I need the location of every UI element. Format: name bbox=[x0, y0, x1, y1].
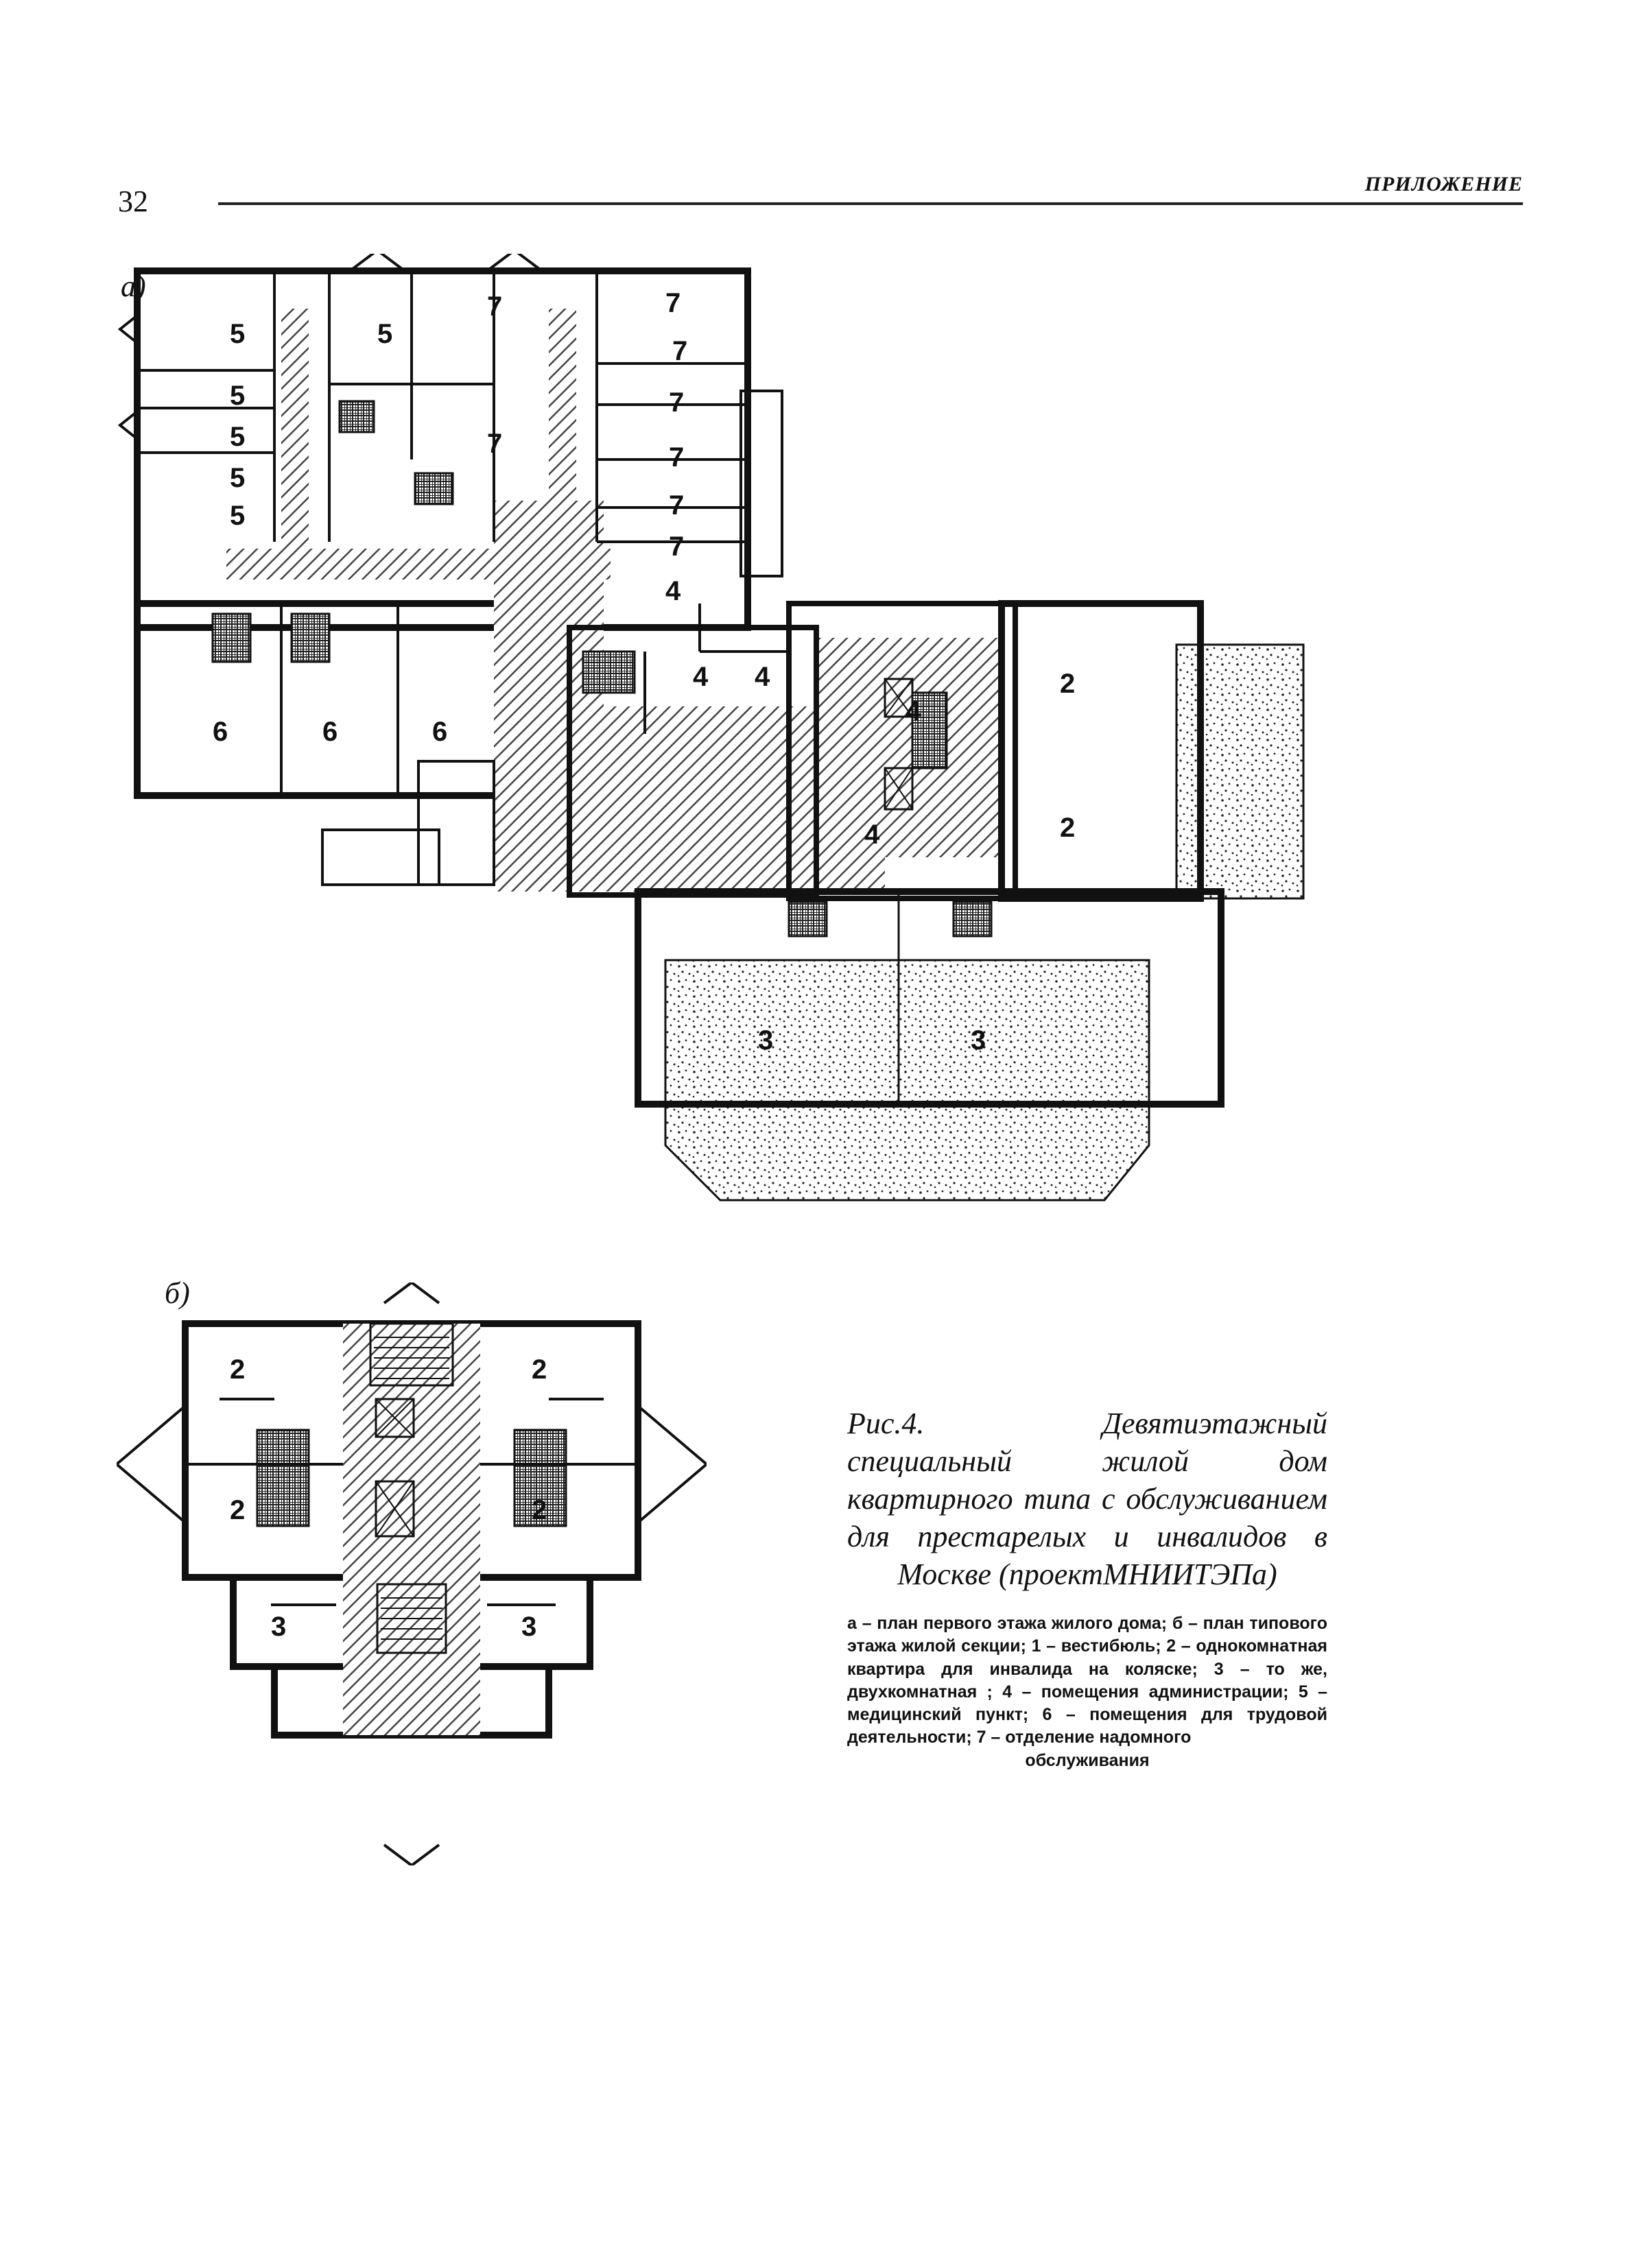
caption-title: Рис.4. Девятиэтажный специальный жилой д… bbox=[847, 1407, 1327, 1591]
room-number: 4 bbox=[906, 696, 921, 726]
room-number: 3 bbox=[521, 1612, 536, 1642]
room-number: 7 bbox=[669, 532, 684, 562]
room-number: 6 bbox=[213, 717, 228, 747]
room-number: 3 bbox=[271, 1612, 286, 1642]
room-number: 2 bbox=[230, 1354, 245, 1385]
room-number: 5 bbox=[230, 319, 245, 349]
room-number: 5 bbox=[230, 463, 245, 493]
room-number: 6 bbox=[432, 717, 447, 747]
section-title: ПРИЛОЖЕНИЕ bbox=[1364, 173, 1523, 195]
room-number: 7 bbox=[669, 387, 684, 418]
room-number: 3 bbox=[758, 1025, 773, 1055]
caption-legend: а – план первого этажа жилого дома; б – … bbox=[847, 1612, 1327, 1772]
room-number: 5 bbox=[230, 422, 245, 452]
room-number: 6 bbox=[322, 717, 338, 747]
header-rule bbox=[218, 202, 1523, 205]
room-number: 7 bbox=[672, 336, 687, 366]
page-number: 32 bbox=[118, 184, 148, 218]
room-number: 4 bbox=[755, 662, 770, 692]
floor-plan-b: 2 2 2 2 3 3 bbox=[117, 1282, 707, 1865]
room-number: 2 bbox=[532, 1354, 547, 1385]
floor-plan-a: 5 5 7 7 7 5 7 5 5 7 7 5 7 7 4 4 4 6 6 6 2 2 4 4 3 3 bbox=[117, 254, 1305, 1202]
room-number: 7 bbox=[669, 442, 684, 473]
room-number: 3 bbox=[971, 1025, 986, 1055]
caption-legend-end: обслуживания bbox=[1025, 1750, 1150, 1770]
figure-caption: Рис.4. Девятиэтажный специальный жилой д… bbox=[847, 1405, 1327, 1772]
room-number: 4 bbox=[693, 662, 709, 692]
room-number: 7 bbox=[665, 288, 681, 318]
room-number: 5 bbox=[230, 501, 245, 531]
room-number: 2 bbox=[1060, 669, 1075, 699]
room-number: 4 bbox=[665, 576, 681, 606]
plan-a-label: а) bbox=[121, 270, 146, 303]
plan-b-label: б) bbox=[165, 1276, 190, 1310]
room-number: 5 bbox=[230, 381, 245, 411]
room-number: 5 bbox=[377, 319, 392, 349]
room-number: 7 bbox=[487, 429, 502, 459]
room-number: 4 bbox=[864, 820, 880, 850]
room-number: 2 bbox=[532, 1495, 547, 1525]
room-number: 2 bbox=[1060, 813, 1075, 843]
caption-legend-text: а – план первого этажа жилого дома; б – … bbox=[847, 1614, 1327, 1747]
room-number: 2 bbox=[230, 1495, 245, 1525]
room-number: 7 bbox=[669, 490, 684, 521]
room-number: 7 bbox=[487, 291, 502, 322]
